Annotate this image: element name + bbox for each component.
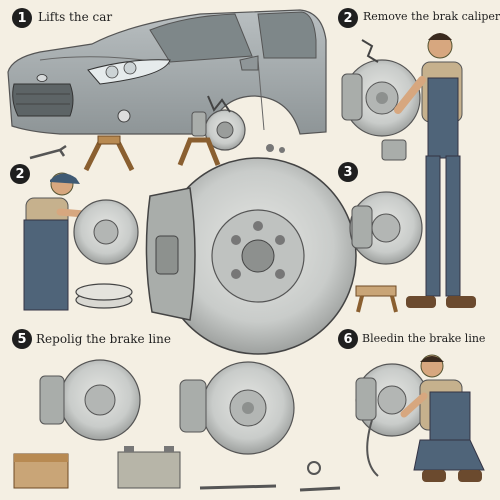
- rotor-center: [159, 157, 357, 355]
- tires-stack: [75, 283, 133, 309]
- jack-stand: [83, 135, 221, 172]
- wrench-icon: [29, 144, 67, 160]
- wheel-hub-rotor: [191, 95, 246, 151]
- jack-stand-mid-right: [355, 285, 398, 313]
- step-1-label: Lifts the car: [38, 10, 113, 24]
- mechanic-top-right: [394, 33, 476, 308]
- step-2-badge: 2: [338, 8, 358, 28]
- car: [7, 9, 327, 135]
- step-1-badge: 1: [12, 8, 32, 28]
- rotor-mid-left: [73, 199, 139, 265]
- step-5-badge: 5: [12, 329, 32, 349]
- battery-box: [117, 446, 181, 489]
- step-6-label: Bleedin the brake line: [362, 332, 486, 345]
- rotor-mid-right: [349, 139, 423, 265]
- parts-box-left: [13, 453, 69, 489]
- mechanic-mid-left: [23, 172, 88, 311]
- step-6-badge: 6: [338, 329, 358, 349]
- rotor-bottom-left: [39, 359, 141, 441]
- rotor-bottom-center: [179, 361, 295, 455]
- step-2-label: Remove the brak caliper: [363, 10, 500, 23]
- rotor-bottom-right: [355, 363, 429, 477]
- mechanic-bottom-right: [400, 354, 485, 482]
- step-2b-badge: 2: [10, 164, 30, 184]
- rotor-top-right: [341, 39, 421, 137]
- step-5-label: Repolig the brake line: [36, 332, 171, 346]
- tools-bottom: [199, 461, 341, 492]
- caliper-center: [145, 187, 196, 321]
- lug-nuts: [266, 144, 285, 153]
- step-3-badge: 3: [338, 162, 358, 182]
